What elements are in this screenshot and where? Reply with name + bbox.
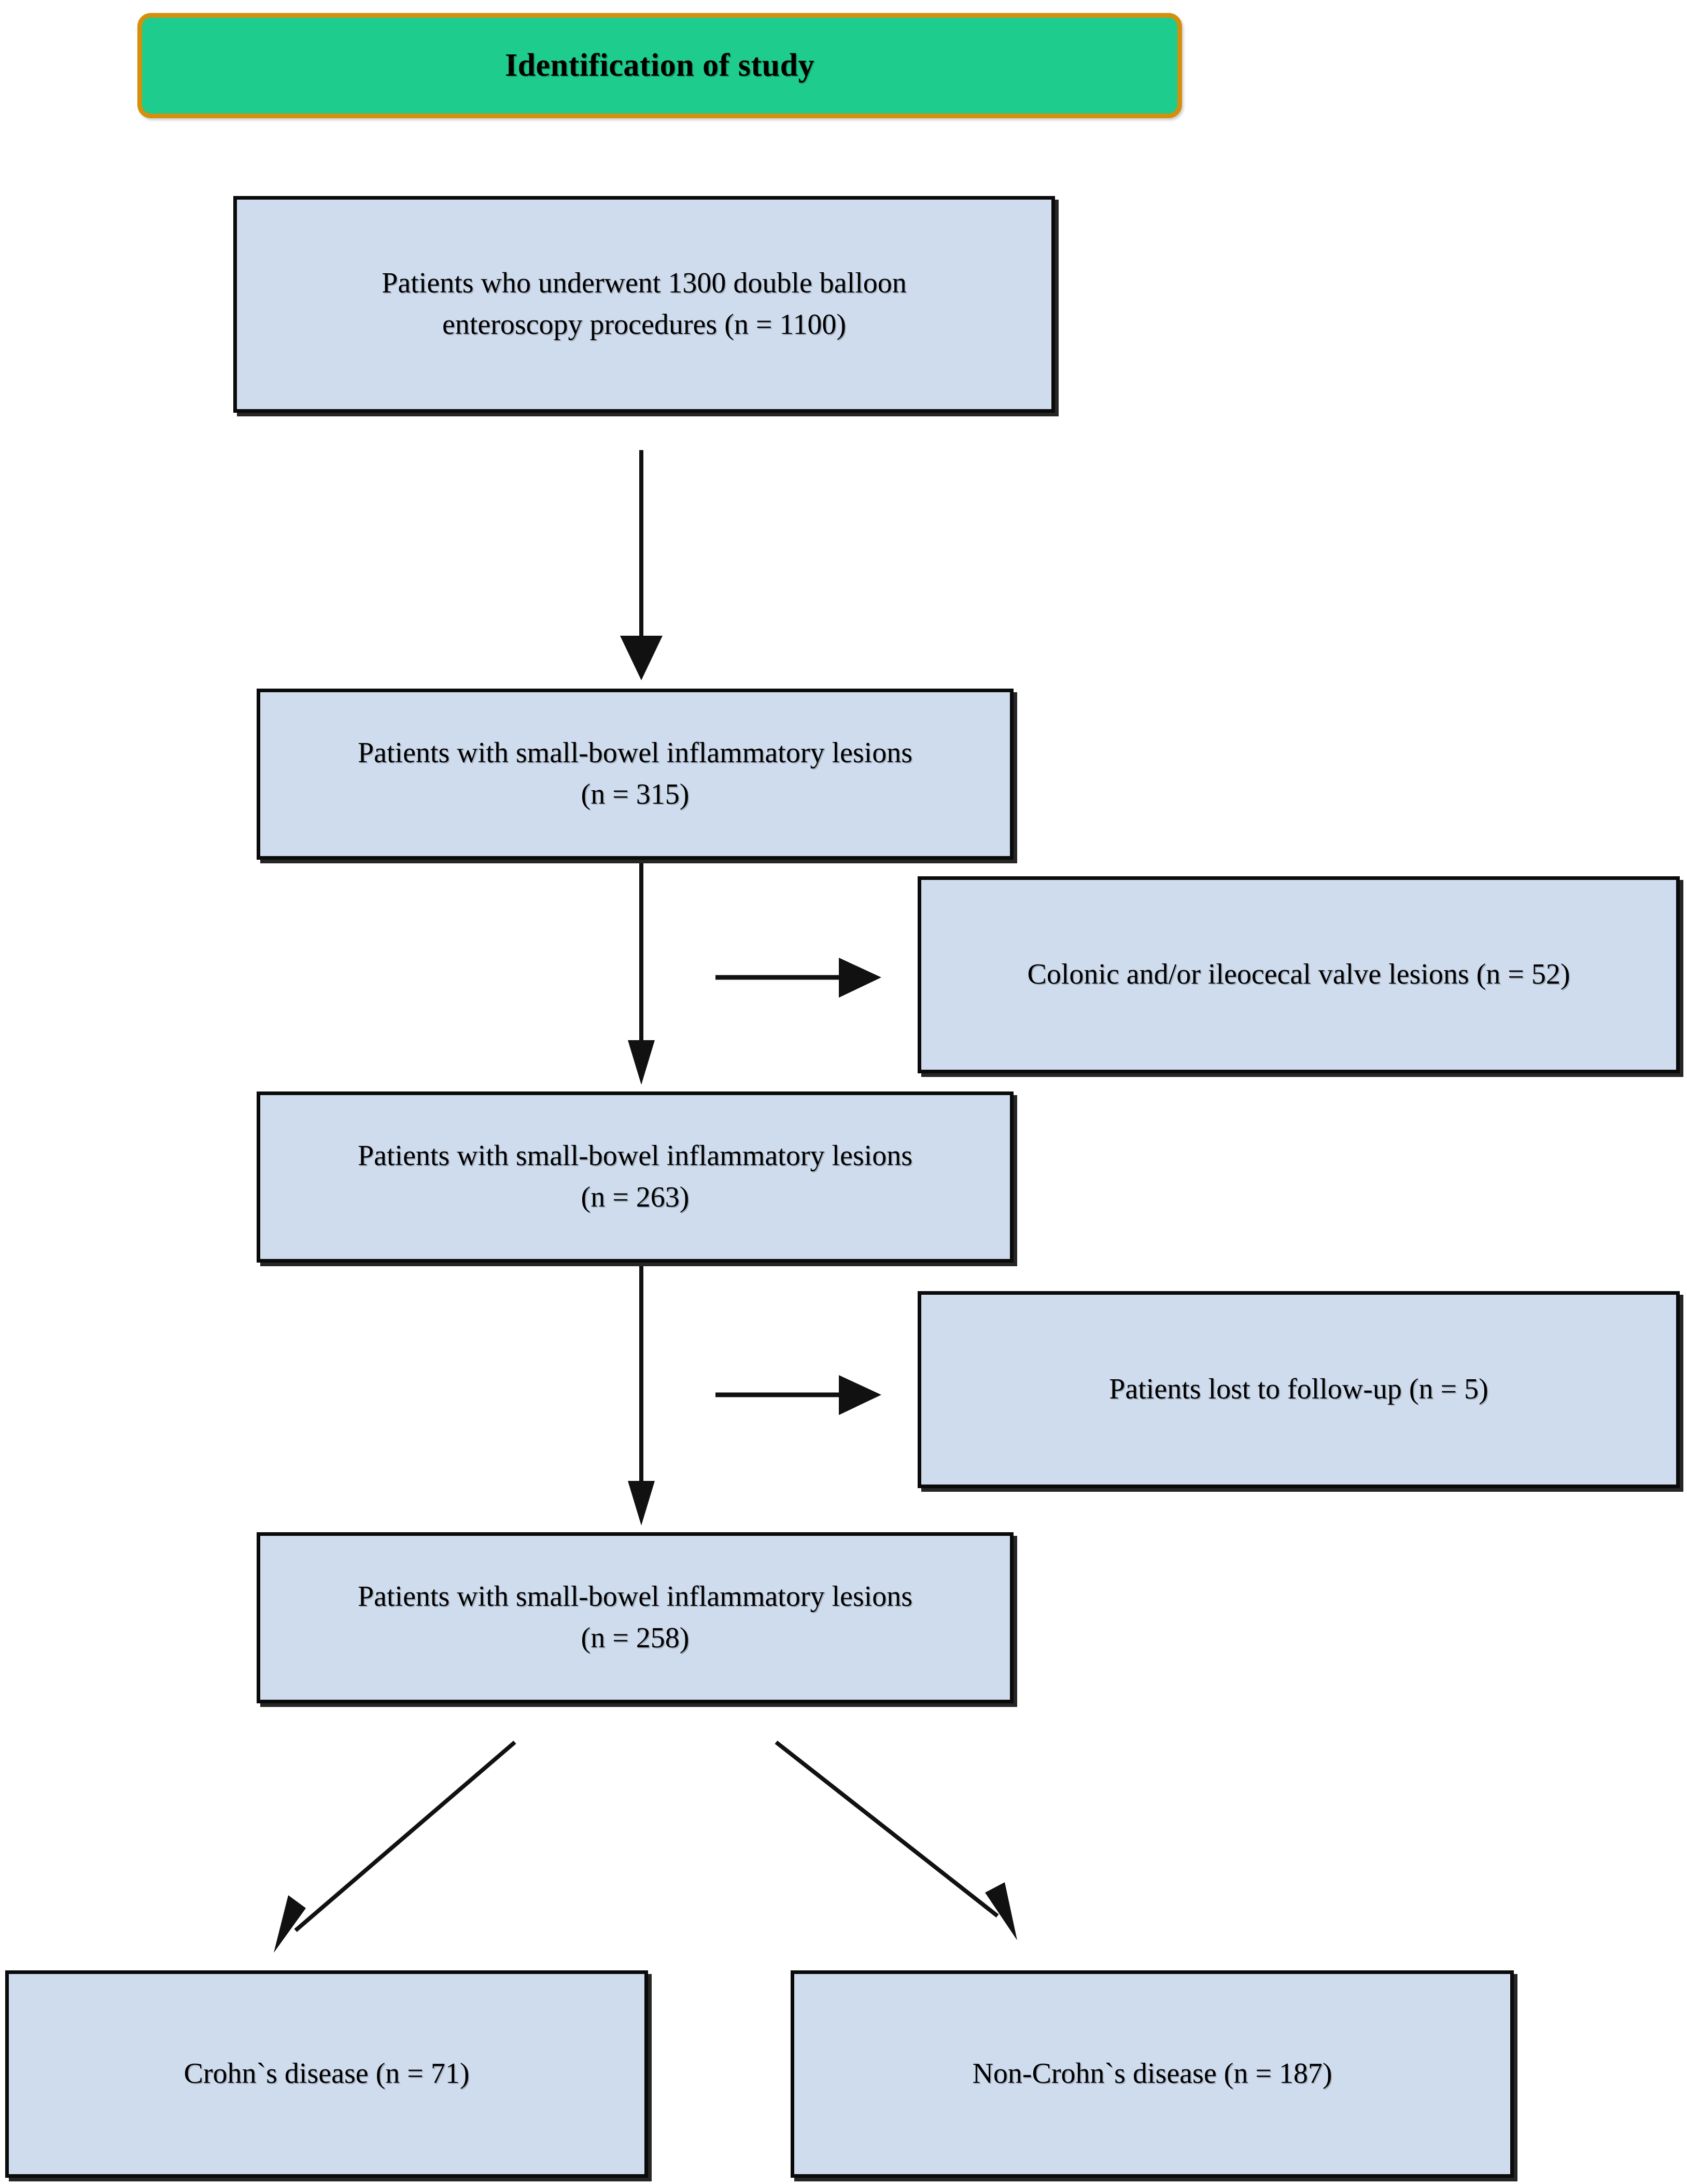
node-crohns-disease-71-label: Crohn`s disease (n = 71)	[184, 2057, 470, 2090]
node-colonic-ileocecal-52-label: Colonic and/or ileocecal valve lesions (…	[1027, 958, 1570, 991]
identification-header: Identification of study	[137, 13, 1182, 118]
arrow-lesions315-to-colonic52	[715, 958, 881, 998]
node-lesions-315: Patients with small-bowel inflammatory l…	[257, 689, 1014, 860]
node-lesions-315-label: Patients with small-bowel inflammatory l…	[357, 737, 913, 810]
node-lost-to-followup-5-label: Patients lost to follow-up (n = 5)	[1109, 1373, 1488, 1406]
arrow-lesions263-to-lesions258	[628, 1266, 655, 1525]
node-non-crohns-disease-187-label: Non-Crohn`s disease (n = 187)	[972, 2057, 1332, 2090]
node-lesions-263: Patients with small-bowel inflammatory l…	[257, 1091, 1014, 1263]
arrow-lesions258-to-noncrohn187	[775, 1740, 1017, 1940]
node-enteroscopy: Patients who underwent 1300 double ballo…	[233, 196, 1055, 413]
node-lost-to-followup-5: Patients lost to follow-up (n = 5)	[918, 1291, 1680, 1488]
arrow-lesions263-to-lost5	[715, 1375, 881, 1415]
header-title: Identification of study	[504, 48, 815, 83]
node-lesions-258-label: Patients with small-bowel inflammatory l…	[357, 1580, 913, 1654]
node-colonic-ileocecal-52: Colonic and/or ileocecal valve lesions (…	[918, 876, 1680, 1073]
node-lesions-263-label: Patients with small-bowel inflammatory l…	[357, 1140, 913, 1213]
arrow-lesions258-to-crohn71	[274, 1740, 516, 1953]
arrow-enteroscopy-to-lesions315	[620, 450, 663, 680]
node-lesions-258: Patients with small-bowel inflammatory l…	[257, 1532, 1014, 1703]
node-enteroscopy-label: Patients who underwent 1300 double ballo…	[382, 267, 907, 341]
node-crohns-disease-71: Crohn`s disease (n = 71)	[5, 1970, 648, 2178]
node-non-crohns-disease-187: Non-Crohn`s disease (n = 187)	[791, 1970, 1514, 2178]
arrow-lesions315-to-lesions263	[628, 863, 655, 1085]
